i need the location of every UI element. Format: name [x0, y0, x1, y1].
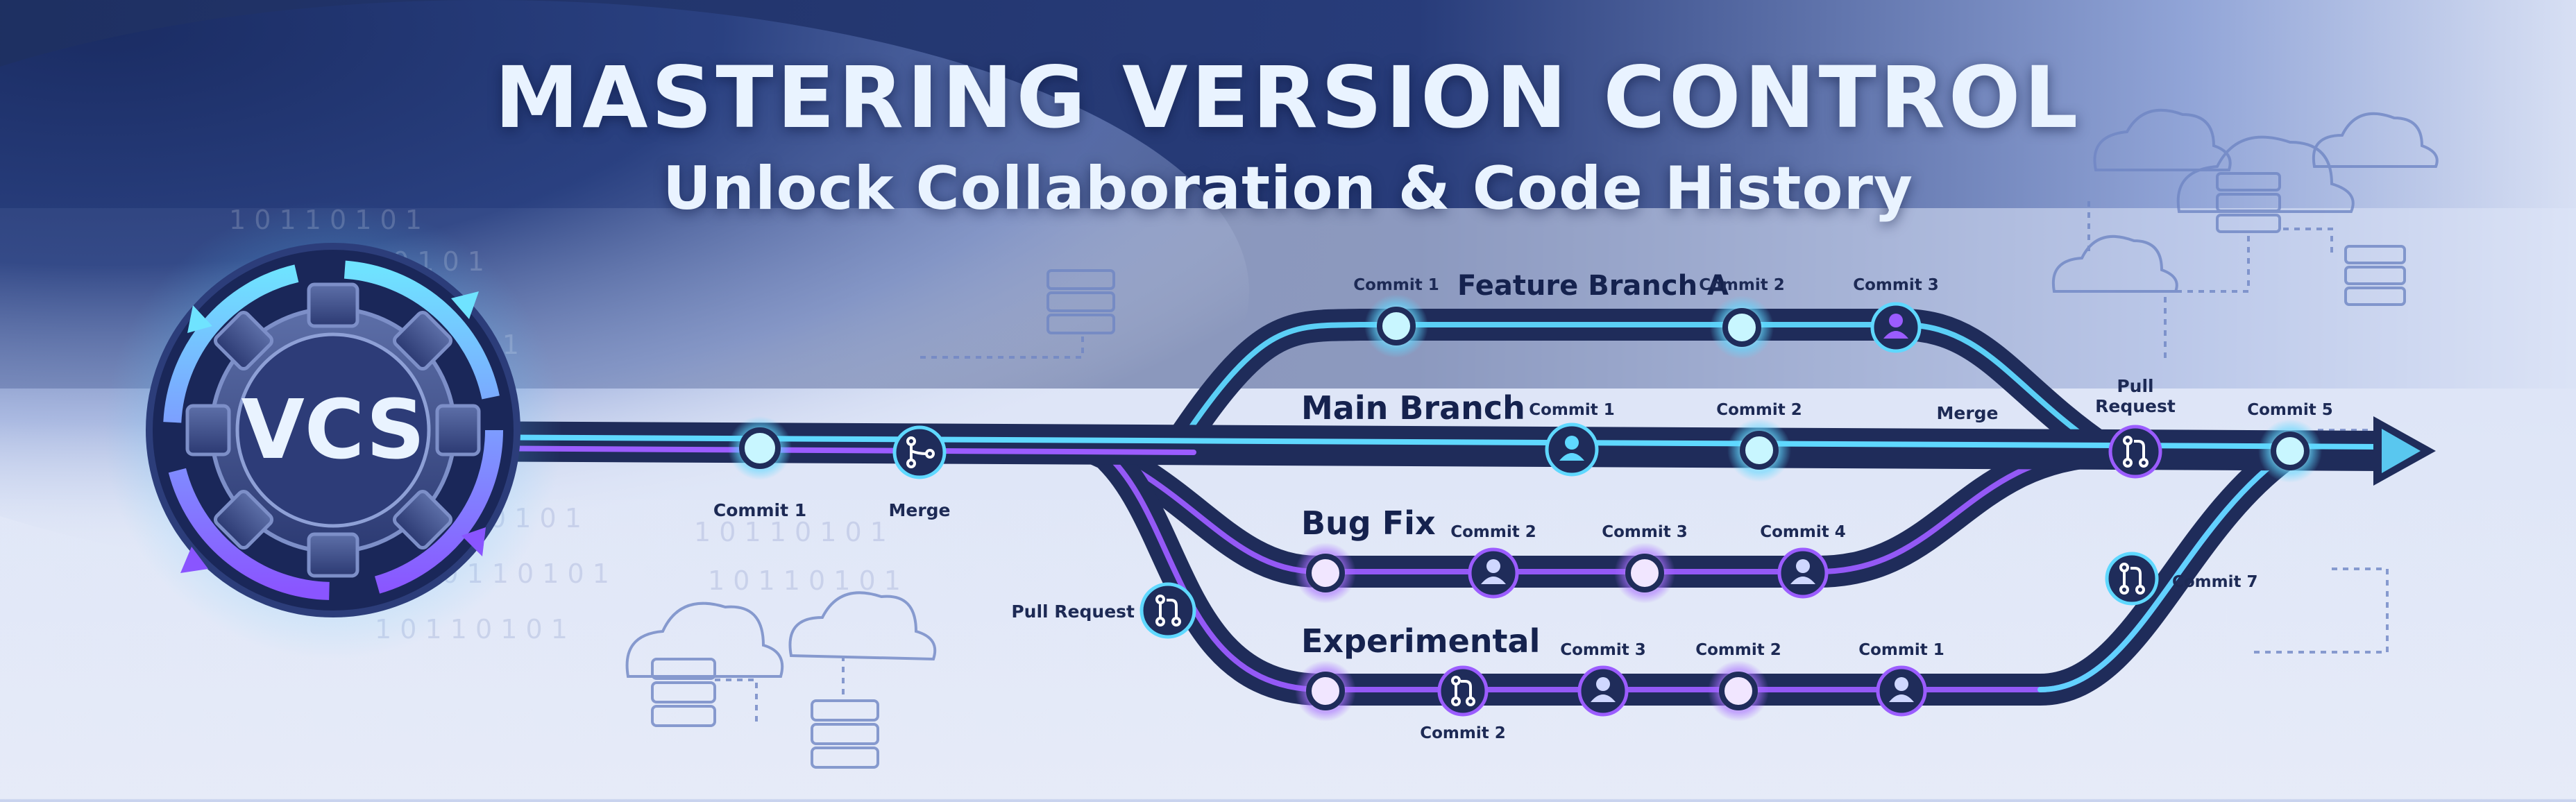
cloud-icon	[2176, 135, 2355, 213]
bugfix-commit-label: Commit 4	[1760, 523, 1846, 541]
main-branch-arrow-highlight	[2382, 429, 2421, 473]
hub-label: VCS	[241, 382, 425, 477]
page-subtitle: Unlock Collaboration & Code History	[662, 154, 1914, 223]
server-icon	[2216, 172, 2281, 233]
commit-node[interactable]	[728, 416, 792, 480]
feature-commit-label: Commit 3	[1853, 276, 1939, 294]
experimental-commit-label: Commit 2	[1420, 724, 1506, 742]
main-pull-request-label-line1: Pull	[2117, 376, 2153, 396]
commit-node[interactable]	[1614, 543, 1675, 604]
main-branch-title: Main Branch	[1301, 389, 1525, 427]
bugfix-branch-title: Bug Fix	[1301, 504, 1436, 542]
experimental-branch-title: Experimental	[1301, 622, 1540, 660]
main-commit-label: Commit 1	[1529, 401, 1615, 419]
cloud-icon	[2093, 108, 2232, 171]
trunk-commit-label: Commit 1	[713, 500, 806, 520]
server-icon	[651, 658, 716, 727]
bugfix-commit-label: Commit 3	[1602, 523, 1688, 541]
main-pull-request-label-line2: Request	[2095, 396, 2176, 416]
commit-node[interactable]	[1364, 294, 1428, 358]
experimental-commit-label: Commit 3	[1560, 641, 1646, 659]
main-commit-label: Commit 2	[1716, 401, 1802, 419]
pull-request-node[interactable]	[2108, 425, 2162, 479]
cloud-icon	[2312, 112, 2439, 168]
user-commit-node[interactable]	[1876, 665, 1927, 717]
user-commit-node[interactable]	[1545, 423, 1599, 477]
main-merge-label: Merge	[1936, 403, 1998, 423]
bugfix-commit-label: Commit 2	[1450, 523, 1536, 541]
cloud-server-decoration-left	[625, 591, 937, 769]
user-icon	[1889, 677, 1914, 702]
cloud-icon	[788, 591, 937, 661]
commit-node[interactable]	[1708, 660, 1769, 722]
experimental-pull-request-label: Pull Request	[1011, 602, 1135, 622]
experimental-return-commit-label: Commit 7	[2172, 573, 2258, 591]
commit-node[interactable]	[1295, 660, 1356, 722]
user-icon	[1559, 436, 1584, 461]
pull-request-icon	[2123, 436, 2149, 468]
user-icon	[1883, 314, 1908, 339]
feature-branch-title: Feature Branch A	[1457, 270, 1729, 302]
cycle-arrow-icon	[180, 291, 486, 573]
commit-node[interactable]	[1727, 418, 1791, 482]
svg-text:1 0 1 1 0 1 0 1: 1 0 1 1 0 1 0 1	[694, 517, 887, 547]
commit-node[interactable]	[1295, 543, 1356, 604]
cloud-server-decoration-top-right	[916, 108, 2439, 654]
user-icon	[1790, 559, 1815, 584]
commit-node[interactable]	[1710, 296, 1774, 359]
cloud-icon	[2051, 234, 2178, 293]
user-commit-node[interactable]	[1577, 665, 1629, 717]
pull-request-node[interactable]	[1139, 582, 1196, 639]
feature-commit-label: Commit 1	[1353, 276, 1439, 294]
merge-node[interactable]	[892, 425, 947, 479]
svg-text:1 0 1 1 0 1 0 1: 1 0 1 1 0 1 0 1	[708, 565, 901, 596]
user-commit-node[interactable]	[1468, 547, 1519, 599]
experimental-commit-label: Commit 1	[1858, 641, 1944, 659]
user-commit-node[interactable]	[1870, 302, 1922, 353]
experimental-branch-track	[1094, 435, 2306, 706]
page-title: MASTERING VERSION CONTROL	[494, 49, 2082, 147]
merge-icon	[906, 436, 935, 468]
experimental-commit-label: Commit 2	[1695, 641, 1781, 659]
pull-request-icon	[2119, 563, 2145, 595]
vcs-hub: VCS	[104, 201, 562, 659]
main-final-commit-label: Commit 5	[2247, 401, 2333, 419]
server-icon	[2344, 245, 2406, 306]
trunk-merge-label: Merge	[888, 500, 950, 520]
commit-node[interactable]	[2258, 419, 2322, 483]
user-icon	[1481, 559, 1506, 584]
pull-request-node[interactable]	[2105, 552, 2159, 606]
cloud-icon	[625, 602, 784, 678]
server-icon	[811, 699, 879, 769]
pull-request-icon	[1155, 595, 1181, 626]
feature-commit-label: Commit 2	[1699, 276, 1785, 294]
pull-request-node[interactable]	[1437, 665, 1489, 717]
server-icon	[1046, 269, 1115, 334]
user-commit-node[interactable]	[1777, 547, 1829, 599]
gear-icon	[185, 282, 481, 578]
user-icon	[1591, 677, 1616, 702]
pull-request-icon	[1451, 676, 1475, 706]
